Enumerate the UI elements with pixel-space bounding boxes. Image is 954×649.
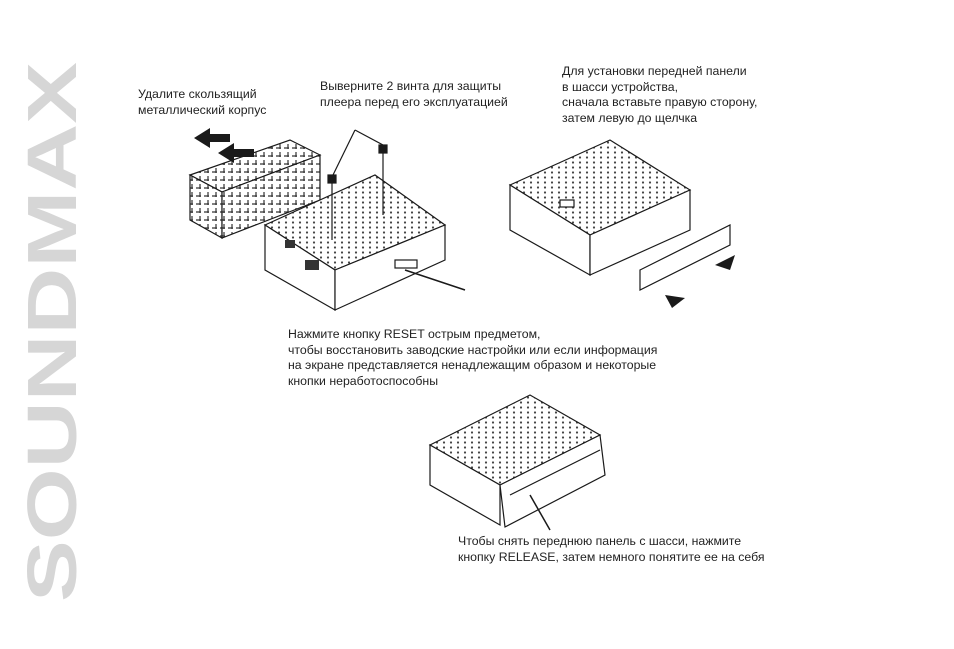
caption-line: плеера перед его эксплуатацией: [320, 94, 508, 109]
caption-remove-sleeve: Удалите скользящий металлический корпус: [138, 87, 266, 118]
caption-line: затем левую до щелчка: [562, 110, 698, 125]
caption-line: на экране представляется ненадлежащим об…: [288, 358, 657, 372]
caption-line: в шасси устройства,: [562, 79, 679, 94]
figure-unit-screws: [255, 120, 470, 315]
front-panel: [499, 434, 606, 528]
caption-line: чтобы восстановить заводские настройки и…: [288, 342, 658, 357]
caption-line: Нажмите кнопку RESET острым предметом,: [288, 327, 541, 341]
brand-logo-graphic: SOUNDMAX: [20, 62, 84, 602]
unit-drawing: [508, 139, 731, 291]
unit-drawing: [263, 174, 466, 312]
caption-line: кнопку RELEASE, затем немного понятите е…: [458, 549, 765, 564]
sleeve-drawing: [188, 139, 322, 240]
figure-unit-panel: [500, 130, 750, 315]
caption-line: Выверните 2 винта для защиты: [320, 79, 502, 93]
unit-drawing: [428, 394, 606, 531]
caption-line: Удалите скользящий: [138, 87, 257, 101]
figure-metal-sleeve: [180, 120, 330, 245]
figure-unit-release: [420, 385, 620, 535]
caption-reset: Нажмите кнопку RESET острым предметом, ч…: [288, 327, 657, 389]
front-panel: [639, 224, 731, 291]
caption-line: металлический корпус: [138, 102, 267, 117]
caption-install-panel: Для установки передней панели в шасси ус…: [562, 64, 757, 126]
brand-logo-text: SOUNDMAX: [20, 62, 84, 602]
arrow-icon: [194, 128, 254, 163]
caption-release: Чтобы снять переднюю панель с шасси, наж…: [458, 534, 765, 565]
arrow-icon: [665, 255, 735, 308]
brand-logo: SOUNDMAX: [20, 60, 84, 605]
caption-line: сначала вставьте правую сторону,: [562, 95, 758, 109]
caption-line: Чтобы снять переднюю панель с шасси, наж…: [458, 534, 742, 548]
screw-icon: [327, 129, 388, 240]
caption-unscrew: Выверните 2 винта для защиты плеера пере…: [320, 79, 508, 110]
caption-line: Для установки передней панели: [562, 64, 747, 78]
caption-line: кнопки неработоспособны: [288, 373, 439, 388]
